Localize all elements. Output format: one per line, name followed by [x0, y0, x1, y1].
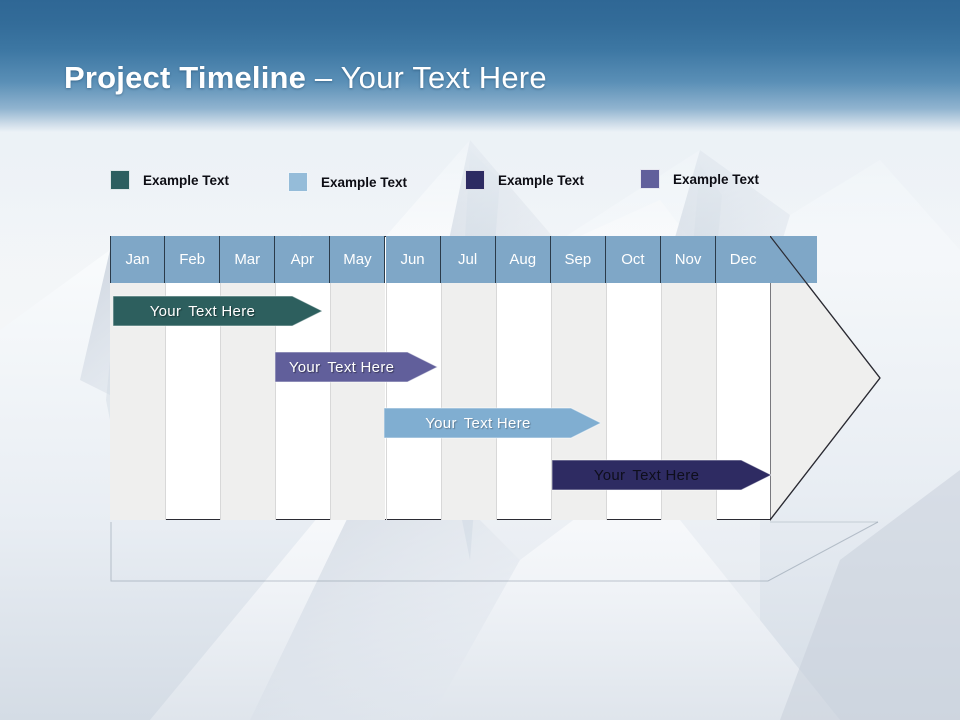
chart-reflection: [110, 521, 879, 596]
month-header-mar[interactable]: Mar: [220, 236, 276, 283]
column-separator: [495, 260, 497, 520]
column-separator: [605, 260, 607, 520]
legend-swatch-icon-1: [110, 170, 130, 190]
column-separator: [716, 260, 718, 520]
month-header-jun[interactable]: Jun: [385, 236, 441, 283]
legend-swatch-icon-3: [465, 170, 485, 190]
month-header-may[interactable]: May: [330, 236, 386, 283]
legend: Example Text Example Text Example Text E…: [110, 168, 810, 196]
page-title: Project Timeline – Your Text Here: [64, 60, 547, 96]
column-separator: [440, 260, 442, 520]
legend-item-2[interactable]: Example Text: [288, 172, 407, 192]
chart-column-jul: [440, 236, 496, 520]
chart-plot-area: [110, 236, 771, 520]
column-separator: [661, 260, 662, 520]
legend-swatch-icon-4: [640, 169, 660, 189]
legend-label-2: Example Text: [321, 174, 408, 190]
month-header-jul[interactable]: Jul: [440, 236, 496, 283]
month-header-apr[interactable]: Apr: [275, 236, 331, 283]
column-separator: [550, 260, 552, 520]
timeline-arrow-tip: [770, 236, 881, 521]
column-separator: [385, 260, 387, 520]
chart-column-jan: [110, 236, 166, 520]
month-header-jan[interactable]: Jan: [110, 236, 166, 283]
page-title-dash: –: [306, 60, 341, 95]
page-title-strong: Project Timeline: [64, 60, 307, 95]
legend-item-4[interactable]: Example Text: [640, 169, 759, 189]
month-header-oct[interactable]: Oct: [605, 236, 661, 283]
title-band: [0, 0, 960, 132]
column-separator: [165, 260, 167, 520]
column-separator: [330, 260, 332, 520]
month-header-aug[interactable]: Aug: [495, 236, 551, 283]
legend-swatch-icon-2: [288, 172, 308, 192]
column-separator: [220, 260, 222, 520]
chart-column-mar: [220, 236, 276, 520]
month-header-nov[interactable]: Nov: [661, 236, 717, 283]
column-separator: [275, 260, 277, 520]
month-header-feb[interactable]: Feb: [165, 236, 221, 283]
legend-label-1: Example Text: [143, 172, 230, 188]
page-title-light: Your Text Here: [340, 60, 547, 95]
legend-label-4: Example Text: [673, 171, 760, 187]
month-header-sep[interactable]: Sep: [550, 236, 606, 283]
legend-item-3[interactable]: Example Text: [465, 170, 584, 190]
month-header-dec[interactable]: Dec: [716, 236, 772, 283]
legend-label-3: Example Text: [498, 172, 585, 188]
legend-item-1[interactable]: Example Text: [110, 170, 229, 190]
